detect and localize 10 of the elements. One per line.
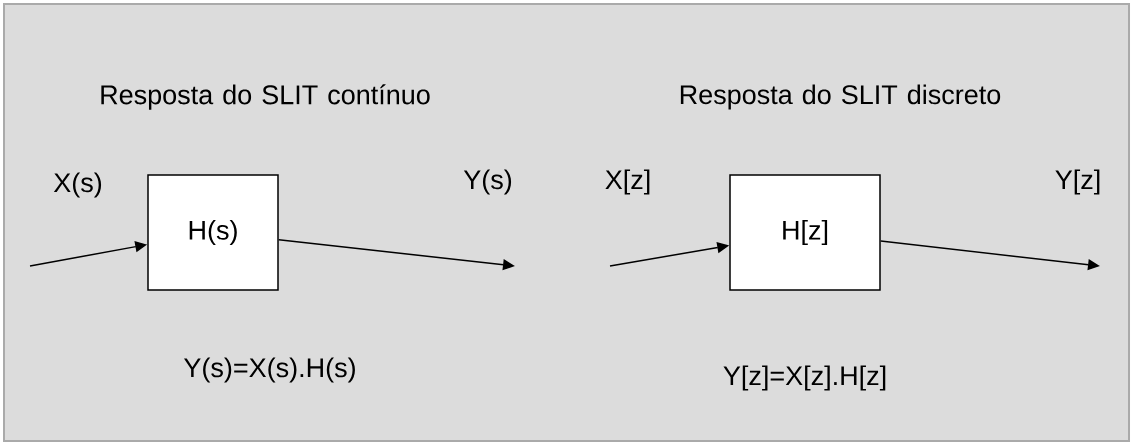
block-box: H[z] <box>729 174 881 291</box>
signal-label: X(s) <box>53 172 102 198</box>
signal-label: X[z] <box>605 169 650 195</box>
block-box: H(s) <box>147 174 279 291</box>
heading: Resposta do SLIT contínuo <box>101 84 430 110</box>
equation: Y[z]=X[z].H[z] <box>723 365 886 391</box>
heading: Resposta do SLIT discreto <box>680 84 1001 110</box>
signal-label: Y(s) <box>463 169 512 195</box>
equation: Y(s)=X(s).H(s) <box>184 357 355 383</box>
signal-label: Y[z] <box>1055 169 1100 195</box>
